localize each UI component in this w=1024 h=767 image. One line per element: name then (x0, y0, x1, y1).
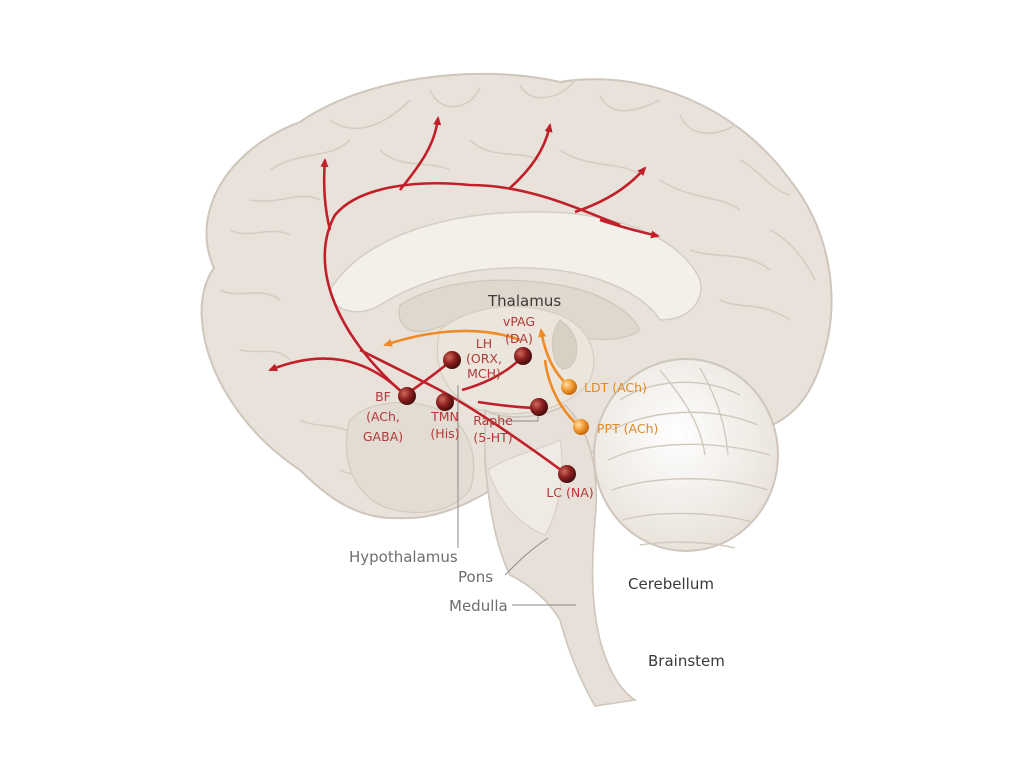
gyri-lines (219, 79, 816, 491)
pons-bulge (487, 439, 563, 536)
svg-text:vPAG: vPAG (503, 314, 535, 329)
label-ppt: PPT (ACh) (597, 421, 658, 436)
svg-text:(ACh,: (ACh, (366, 409, 400, 424)
node-ldt (561, 379, 577, 395)
svg-text:(His): (His) (430, 426, 459, 441)
node-bf (398, 387, 416, 405)
svg-text:MCH): MCH) (467, 366, 501, 381)
svg-text:LH: LH (476, 336, 492, 351)
label-thalamus: Thalamus (487, 292, 561, 310)
pathway-to-occipital (599, 218, 660, 239)
label-brainstem: Brainstem (648, 652, 725, 670)
label-hypothalamus: Hypothalamus (349, 548, 458, 566)
svg-text:BF: BF (375, 389, 391, 404)
node-vpag (514, 347, 532, 365)
corpus-callosum (329, 211, 702, 321)
pathway-to-motor (398, 116, 442, 191)
node-raphe (530, 398, 548, 416)
cerebellum-folia (607, 367, 771, 549)
node-tmn (436, 393, 454, 411)
node-lh (443, 351, 461, 369)
label-tmn: TMN (His) (430, 409, 459, 441)
label-raphe: Raphe (5-HT) (473, 413, 513, 445)
orange-to-bf (383, 329, 521, 347)
pathway-arc-main (323, 182, 621, 396)
label-vpag: vPAG (DA) (503, 314, 535, 346)
pathway-to-posterior (574, 166, 647, 214)
svg-text:(DA): (DA) (505, 331, 533, 346)
label-lh: LH (ORX, MCH) (466, 336, 502, 381)
pathway-lc-forward (359, 348, 566, 475)
cerebellum (593, 358, 779, 552)
label-bf: BF (ACh, GABA) (363, 389, 403, 444)
red-cortical-pathways (268, 116, 660, 475)
svg-text:GABA): GABA) (363, 429, 403, 444)
label-cerebellum: Cerebellum (628, 575, 714, 593)
orange-ppt-up (543, 359, 581, 428)
label-lc: LC (NA) (546, 485, 593, 500)
label-pons: Pons (458, 568, 493, 586)
svg-text:(5-HT): (5-HT) (473, 430, 512, 445)
ventricle (551, 319, 578, 370)
node-lc (558, 465, 576, 483)
label-ldt: LDT (ACh) (584, 380, 647, 395)
svg-text:(ORX,: (ORX, (466, 351, 502, 366)
node-ppt (573, 419, 589, 435)
pathway-to-frontal-dorsal (320, 158, 332, 231)
svg-text:Raphe: Raphe (473, 413, 513, 428)
label-medulla: Medulla (449, 597, 508, 615)
pathway-to-parietal (509, 123, 553, 189)
svg-text:TMN: TMN (430, 409, 459, 424)
